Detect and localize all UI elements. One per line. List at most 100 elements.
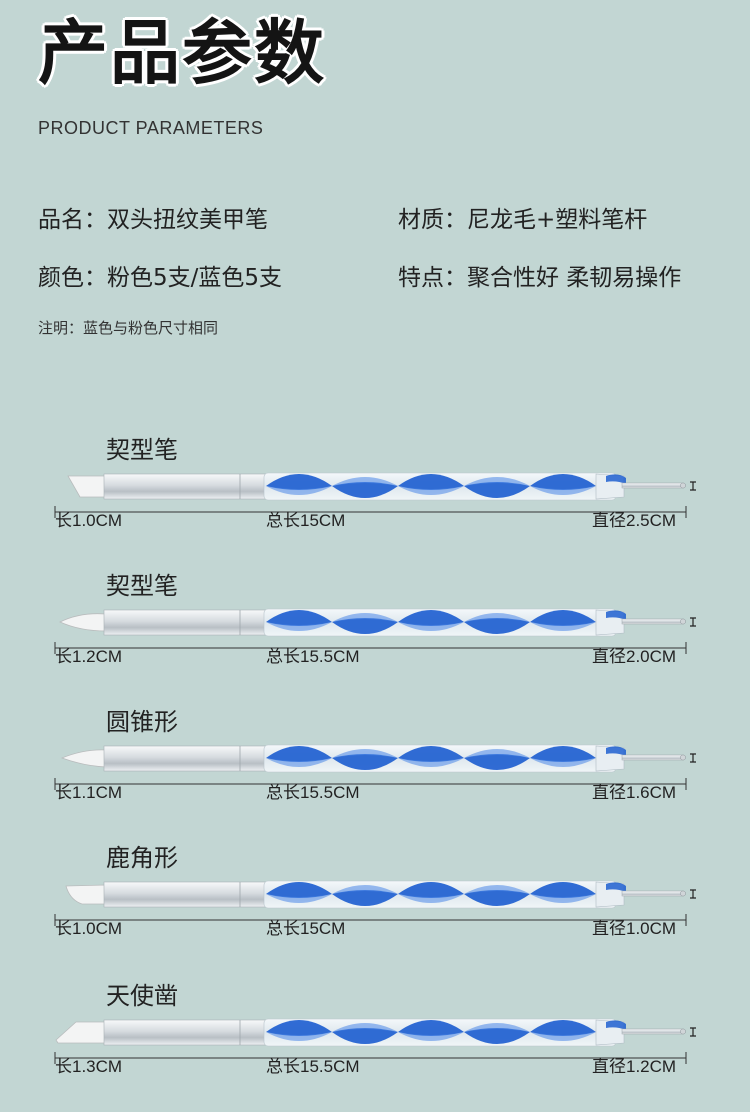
- pen-illustration: [54, 1018, 696, 1064]
- pen-twist-segment: [266, 882, 332, 898]
- pen-twist-segment: [332, 754, 398, 770]
- diameter-marker: [690, 617, 696, 627]
- pen-twist-segment: [464, 1028, 530, 1044]
- pen-twist-segment: [530, 746, 596, 762]
- pen-item: 天使凿长1.3CM 总长15.5CM 直径1.2CM: [0, 976, 750, 1106]
- pen-dotting-shaft: [621, 1028, 683, 1035]
- pen-illustration: [54, 472, 696, 518]
- pen-twist-segment: [398, 610, 464, 626]
- pen-twist-segment: [398, 882, 464, 898]
- pen-twist-segment: [398, 746, 464, 762]
- pen-twist-segment: [266, 1020, 332, 1036]
- pen-illustration: [54, 608, 696, 654]
- pen-twist-segment: [266, 486, 332, 495]
- diameter-label: 直径1.2CM: [592, 1057, 677, 1076]
- pen-twist-segment: [332, 477, 398, 486]
- pen-tip: [67, 475, 107, 498]
- pen-twist-segment: [266, 474, 332, 490]
- pen-ferrule: [103, 745, 267, 772]
- pen-dotting-ball: [680, 890, 686, 897]
- diameter-label: 直径2.0CM: [592, 647, 677, 666]
- pen-twist-segment: [398, 758, 464, 767]
- diameter-marker: [690, 753, 696, 763]
- pen-twist-segment: [464, 482, 530, 498]
- pen-twist-segment: [464, 885, 530, 894]
- pen-dotting-ball: [680, 618, 686, 625]
- pen-end-accent: [606, 610, 626, 620]
- pen-twist-segment: [464, 477, 530, 486]
- pen-tip: [65, 884, 107, 905]
- pen-dotting-shaft: [621, 754, 683, 761]
- pen-twist-segment: [530, 474, 596, 490]
- pen-twist-segment: [332, 482, 398, 498]
- pen-tip: [59, 613, 107, 632]
- pen-ferrule: [103, 473, 267, 500]
- pen-twist-segment: [530, 882, 596, 898]
- pen-dotting-shaft: [621, 890, 683, 897]
- pen-name: 天使凿: [106, 982, 178, 1010]
- tip-length-label: 长1.3CM: [55, 1057, 123, 1076]
- pen-twist-segment: [464, 1023, 530, 1032]
- pen-ferrule: [103, 609, 267, 636]
- pen-twist-segment: [266, 1032, 332, 1041]
- param-name: 品名：双头扭纹美甲笔: [38, 207, 268, 233]
- pen-twist-segment: [464, 890, 530, 906]
- param-color: 颜色：粉色5支/蓝色5支: [38, 265, 283, 291]
- page-title: 产品参数: [38, 12, 326, 94]
- pen-name: 契型笔: [106, 572, 178, 600]
- pen-twist-segment: [530, 894, 596, 903]
- pen-twist-segment: [266, 610, 332, 626]
- diameter-marker: [690, 481, 696, 491]
- pen-twist-segment: [266, 758, 332, 767]
- diameter-marker: [690, 889, 696, 899]
- param-feature: 特点：聚合性好 柔韧易操作: [398, 265, 682, 291]
- pen-tip: [55, 1021, 107, 1044]
- pen-twist-segment: [398, 1032, 464, 1041]
- diameter-label: 直径2.5CM: [592, 511, 677, 530]
- size-note: 注明：蓝色与粉色尺寸相同: [38, 319, 219, 337]
- pen-twist-segment: [266, 746, 332, 762]
- pen-dotting-ball: [680, 754, 686, 761]
- diameter-label: 直径1.0CM: [592, 919, 677, 938]
- pen-ferrule: [103, 1019, 267, 1046]
- pen-ferrule: [103, 881, 267, 908]
- pen-tip: [60, 749, 107, 768]
- pen-item: 契型笔长1.0CM 总长15CM 直径2.5CM: [0, 430, 750, 560]
- diameter-label: 直径1.6CM: [592, 783, 677, 802]
- pen-name: 圆锥形: [106, 708, 178, 736]
- pen-twist-segment: [530, 622, 596, 631]
- pen-twist-segment: [332, 749, 398, 758]
- pen-twist-segment: [530, 758, 596, 767]
- total-length-label: 总长15.5CM: [266, 1057, 360, 1076]
- pen-end-accent: [606, 746, 626, 756]
- pen-name: 契型笔: [106, 436, 178, 464]
- pen-dotting-ball: [680, 482, 686, 489]
- pen-twist-segment: [464, 754, 530, 770]
- pen-twist-segment: [464, 749, 530, 758]
- pen-twist-segment: [398, 622, 464, 631]
- pen-twist-segment: [266, 622, 332, 631]
- pen-twist-segment: [332, 1028, 398, 1044]
- pen-twist-segment: [530, 1020, 596, 1036]
- pen-end-accent: [606, 474, 626, 484]
- total-length-label: 总长15CM: [266, 919, 346, 938]
- pen-twist-segment: [398, 474, 464, 490]
- tip-length-label: 长1.1CM: [55, 783, 123, 802]
- pen-name: 鹿角形: [106, 844, 178, 872]
- pen-twist-segment: [332, 885, 398, 894]
- pen-twist-segment: [332, 1023, 398, 1032]
- pen-twist-segment: [398, 486, 464, 495]
- pen-dotting-shaft: [621, 618, 683, 625]
- pen-twist-segment: [464, 618, 530, 634]
- pen-twist-segment: [398, 894, 464, 903]
- pen-twist-segment: [332, 618, 398, 634]
- pen-illustration: [54, 880, 696, 926]
- pen-twist-segment: [332, 890, 398, 906]
- tip-length-label: 长1.0CM: [55, 511, 123, 530]
- pen-twist-segment: [530, 1032, 596, 1041]
- pen-dotting-ball: [680, 1028, 686, 1035]
- total-length-label: 总长15CM: [266, 511, 346, 530]
